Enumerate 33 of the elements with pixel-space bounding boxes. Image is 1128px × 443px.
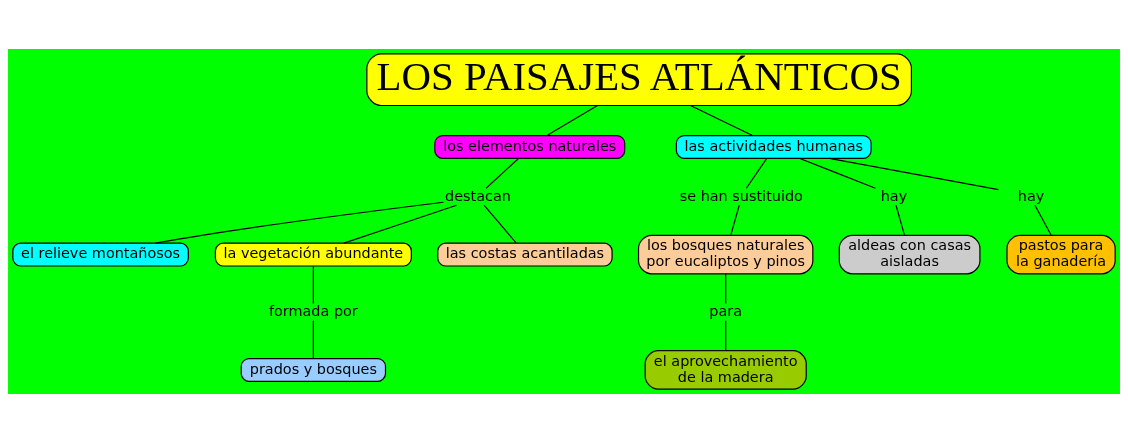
connector	[312, 265, 314, 305]
connector	[343, 204, 458, 244]
node-box: los elementos naturales	[434, 134, 626, 159]
node-box: el relieve montañosos	[12, 242, 189, 267]
node-box: el aprovechamiento de la madera	[644, 350, 807, 390]
connector	[154, 201, 445, 244]
node-box: los bosques naturales por eucaliptos y pinos	[637, 234, 814, 275]
node-text: destacan	[445, 187, 511, 204]
node-text: hay	[880, 187, 908, 204]
connector	[895, 204, 905, 236]
node-box: prados y bosques	[240, 357, 387, 382]
connector	[689, 105, 754, 137]
node-text: se han sustituido	[679, 187, 803, 204]
node-box: pastos para la ganadería	[1006, 234, 1116, 275]
node-box: LOS PAISAJES ATLÁNTICOS	[366, 53, 912, 107]
node-text: hay	[1017, 187, 1045, 204]
connector	[730, 204, 740, 236]
connector	[485, 158, 519, 189]
node-box: la vegetación abundante	[214, 242, 412, 267]
connector	[312, 320, 314, 359]
connector	[828, 157, 999, 191]
connector	[799, 157, 876, 189]
connector	[725, 273, 727, 305]
node-box: aldeas con casas aisladas	[838, 234, 981, 275]
node-box: las actividades humanas	[675, 134, 872, 159]
node-box: las costas acantiladas	[437, 242, 613, 267]
connector	[1034, 204, 1052, 236]
node-text: para	[709, 302, 743, 319]
connector	[546, 105, 599, 136]
connector	[725, 320, 727, 351]
connector	[745, 158, 768, 189]
connector	[483, 204, 517, 244]
node-text: formada por	[268, 302, 358, 319]
